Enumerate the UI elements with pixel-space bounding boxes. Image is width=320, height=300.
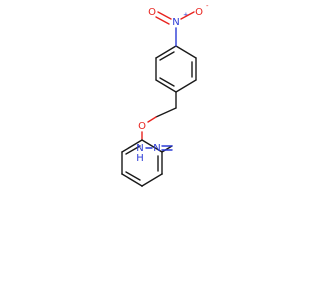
hydrazone-n2-atom: N	[136, 143, 143, 154]
structure-canvas: N + O O - O	[121, 2, 209, 187]
central-phenyl-ring	[121, 131, 163, 187]
nitro-n-charge: +	[183, 11, 189, 19]
hydrazone-n1-atom: N	[153, 143, 160, 154]
nitrophenyl-ring	[155, 45, 197, 93]
ring-ch-bond	[161, 145, 173, 153]
hydrazide-h-atom: H	[136, 153, 144, 164]
nitro-o-double-atom: O	[148, 7, 156, 18]
nitro-n-atom: N	[172, 17, 179, 28]
benzyl-ether-linker: O	[138, 91, 177, 132]
nitro-o-single-atom: O	[195, 7, 203, 18]
ether-o-atom: O	[138, 121, 146, 132]
nitro-group: N + O O -	[148, 2, 209, 47]
nitro-o-charge: -	[206, 2, 209, 10]
molecule-structure: N + O O - O	[121, 2, 209, 187]
